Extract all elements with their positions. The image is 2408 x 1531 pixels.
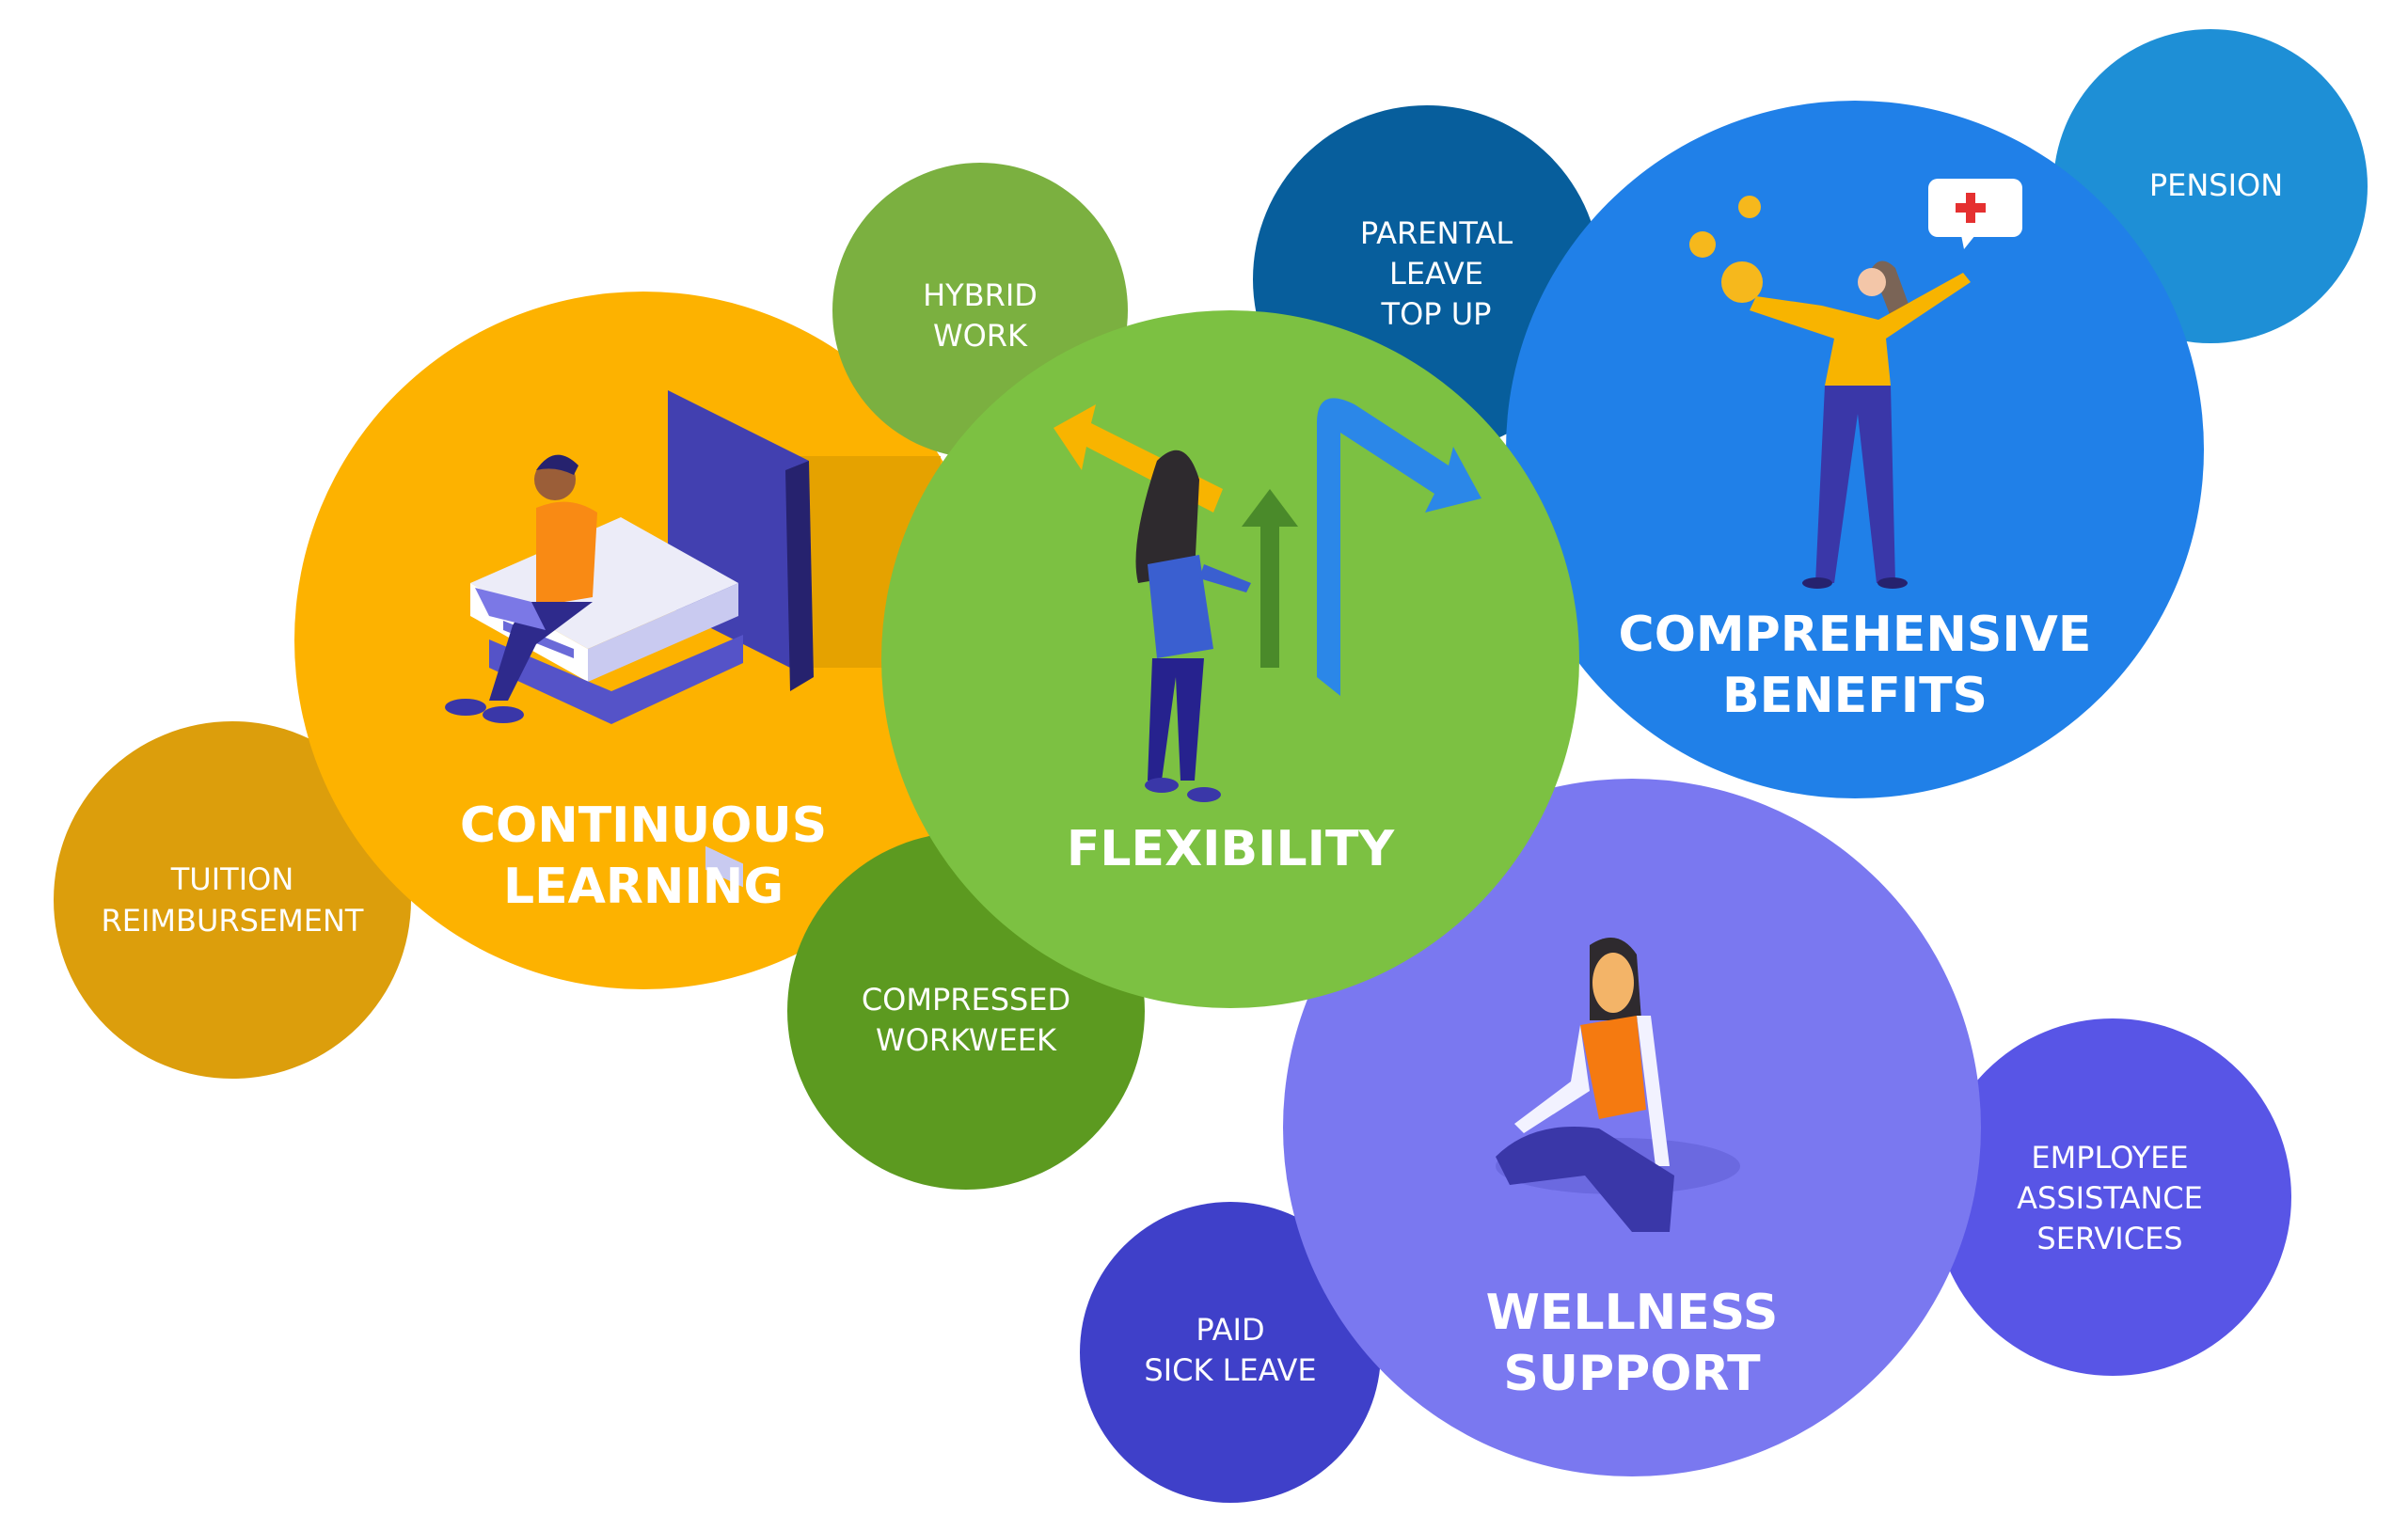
bubble-label: REIMBURSEMENT bbox=[102, 903, 364, 939]
bubble-label: COMPRESSED bbox=[862, 982, 1070, 1018]
bubble-title: CONTINUOUS bbox=[460, 797, 827, 854]
learning-illustration bbox=[445, 390, 941, 888]
bubble-continuous-learning: CONTINUOUS LEARNING bbox=[294, 292, 992, 989]
flexibility-illustration bbox=[1054, 398, 1481, 802]
bubble-label: ASSISTANCE bbox=[2017, 1180, 2203, 1216]
bubble-paid-sick-leave: PAID SICK LEAVE bbox=[1080, 1202, 1381, 1503]
bubble-circle bbox=[1506, 101, 2204, 798]
bubble-label: SICK LEAVE bbox=[1144, 1352, 1316, 1388]
bubble-title: COMPREHENSIVE bbox=[1619, 607, 2092, 663]
bubble-circle bbox=[1283, 779, 1981, 1476]
bubble-employee-assistance-services: EMPLOYEE ASSISTANCE SERVICES bbox=[1934, 1018, 2291, 1376]
bubble-label: SERVICES bbox=[2036, 1221, 2182, 1256]
bubble-title: SUPPORT bbox=[1503, 1346, 1761, 1402]
bubble-label: PAID bbox=[1196, 1312, 1264, 1348]
bubble-label: WORK bbox=[933, 318, 1028, 354]
arrow-right-icon bbox=[1317, 398, 1481, 696]
bubble-tuition-reimbursement: TUITION REIMBURSEMENT bbox=[54, 721, 411, 1079]
bubble-circle bbox=[881, 310, 1579, 1008]
bubble-title: FLEXIBILITY bbox=[1067, 821, 1396, 877]
bubble-title: BENEFITS bbox=[1722, 668, 1988, 724]
bubble-flexibility: FLEXIBILITY bbox=[881, 310, 1579, 1008]
arrow-up-icon bbox=[1242, 489, 1298, 668]
benefits-illustration bbox=[1689, 179, 2022, 589]
bubble-title: WELLNESS bbox=[1486, 1285, 1779, 1341]
bubble-label: TUITION bbox=[170, 861, 294, 897]
bubble-comprehensive-benefits: COMPREHENSIVE BENEFITS bbox=[1506, 101, 2204, 798]
bubble-label: TOP UP bbox=[1381, 296, 1492, 332]
wellness-illustration bbox=[1496, 938, 1740, 1232]
bubble-label: EMPLOYEE bbox=[2031, 1140, 2188, 1176]
bubble-circle bbox=[1080, 1202, 1381, 1503]
bubble-label: HYBRID bbox=[923, 277, 1038, 313]
bubble-wellness-support: WELLNESS SUPPORT bbox=[1283, 779, 1981, 1476]
bubble-label: PARENTAL bbox=[1360, 215, 1513, 251]
bubble-title: LEARNING bbox=[503, 859, 784, 915]
bubble-circle bbox=[54, 721, 411, 1079]
bubble-label: WORKWEEK bbox=[876, 1022, 1057, 1058]
bubble-label: PENSION bbox=[2149, 167, 2283, 203]
bubble-label: LEAVE bbox=[1389, 256, 1483, 292]
bubble-circle bbox=[1934, 1018, 2291, 1376]
